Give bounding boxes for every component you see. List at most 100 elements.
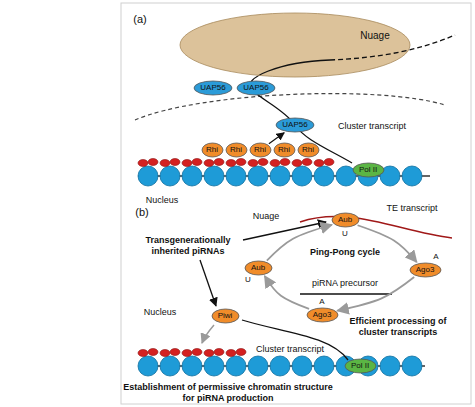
node-ellipse: [245, 261, 272, 275]
chromatin-mark: [236, 349, 246, 356]
chromatin-mark: [170, 349, 180, 356]
node-label: UAP56: [243, 84, 268, 93]
aub-protein: Aub: [245, 261, 272, 275]
node-label: Ago3: [416, 266, 435, 275]
cluster-transcript-export: [330, 35, 455, 60]
chromatin-mark: [214, 159, 224, 166]
nucleosome: [402, 356, 422, 376]
chromatin-mark: [314, 160, 324, 167]
nucleosome: [314, 166, 334, 186]
rhi-protein: Rhi: [202, 143, 223, 157]
uap56-protein: UAP56: [276, 118, 314, 132]
node-ellipse: [298, 143, 319, 157]
chromatin-mark: [138, 160, 148, 167]
nucleosome: [270, 356, 290, 376]
chromatin-mark: [324, 159, 334, 166]
precursor-line: [300, 293, 392, 294]
nucleosome: [248, 356, 268, 376]
node-label: UAP56: [282, 121, 307, 130]
node-ellipse: [274, 143, 295, 157]
node-label: Piwi: [218, 312, 233, 321]
nucleosome: [160, 356, 180, 376]
chromatin-mark: [226, 160, 236, 167]
annotation-label: (b): [135, 206, 148, 219]
annotation-label: A: [319, 297, 324, 307]
chromatin-mark: [182, 350, 192, 357]
chromatin-mark: [204, 160, 214, 167]
node-label: UAP56: [200, 84, 225, 93]
caption-text: Ping-Pong cycle: [310, 247, 380, 258]
node-ellipse: [202, 143, 223, 157]
node-ellipse: [180, 13, 410, 77]
cluster-transcript-line: [242, 320, 348, 360]
rhi-protein: Rhi: [274, 143, 295, 157]
nucleosome: [314, 356, 334, 376]
chromatin-mark: [280, 159, 290, 166]
nucleosome: [402, 166, 422, 186]
annotation-label: A: [433, 252, 438, 262]
cycle-arrow: [265, 276, 309, 309]
chromatin-mark: [226, 350, 236, 357]
chromatin-mark: [248, 160, 258, 167]
nuage-body: [180, 13, 410, 77]
activation-arrow: [269, 133, 284, 144]
node-label: Pol II: [351, 362, 369, 371]
chromatin-mark: [182, 160, 192, 167]
nucleosome: [138, 356, 158, 376]
chromatin-mark: [192, 159, 202, 166]
ago3-protein: Ago3: [307, 308, 338, 322]
node-ellipse: [410, 263, 441, 277]
node-ellipse: [250, 143, 271, 157]
pol-ii-enzyme: Pol II: [345, 359, 376, 373]
uap56-protein: UAP56: [194, 81, 232, 95]
annotation-label: Nucleus: [144, 307, 177, 318]
nucleosome: [204, 166, 224, 186]
annotation-label: U: [245, 275, 251, 285]
nucleosome: [292, 356, 312, 376]
nucleosome: [182, 356, 202, 376]
annotation-label: Nucleus: [146, 195, 179, 206]
annotation-label: Cluster transcript: [338, 121, 406, 132]
node-ellipse: [226, 143, 247, 157]
chromatin-mark: [148, 159, 158, 166]
chromatin-mark: [148, 349, 158, 356]
figure-frame: [121, 3, 471, 404]
chromatin-mark: [192, 349, 202, 356]
nucleosome: [270, 166, 290, 186]
node-ellipse: [332, 213, 359, 227]
node-ellipse: [307, 308, 338, 322]
pol-ii-enzyme: Pol II: [353, 163, 384, 177]
node-label: Rhi: [278, 146, 290, 155]
caption-text: Efficient processing of cluster transcri…: [344, 316, 452, 338]
node-ellipse: [237, 81, 275, 95]
chromatin-mark: [204, 350, 214, 357]
node-ellipse: [353, 163, 384, 177]
chromatin-mark: [170, 159, 180, 166]
annotation-label: (a): [133, 13, 146, 26]
chromatin-mark: [160, 160, 170, 167]
nucleosome: [226, 356, 246, 376]
rhi-protein: Rhi: [298, 143, 319, 157]
chromatin-mark: [214, 349, 224, 356]
nucleosome: [248, 166, 268, 186]
ago3-protein: Ago3: [410, 263, 441, 277]
nucleosome: [226, 166, 246, 186]
node-ellipse: [212, 309, 239, 323]
node-label: Rhi: [302, 146, 314, 155]
chromatin-mark: [258, 159, 268, 166]
chromatin-mark: [302, 159, 312, 166]
annotation-label: piRNA precursor: [312, 278, 378, 289]
annotation-label: TE transcript: [386, 203, 437, 214]
node-ellipse: [345, 359, 376, 373]
nucleosome: [204, 356, 224, 376]
inheritance-arrow: [200, 260, 216, 306]
annotation-label: Nuage: [253, 211, 280, 222]
caption-text: Establishment of permissive chromatin st…: [122, 382, 334, 404]
annotation-label: Cluster transcript: [256, 344, 324, 355]
chromatin-mark: [236, 159, 246, 166]
nucleosome: [292, 166, 312, 186]
piwi-protein: Piwi: [212, 309, 239, 323]
piwi-arrow: [202, 325, 214, 343]
nucleosome: [138, 166, 158, 186]
